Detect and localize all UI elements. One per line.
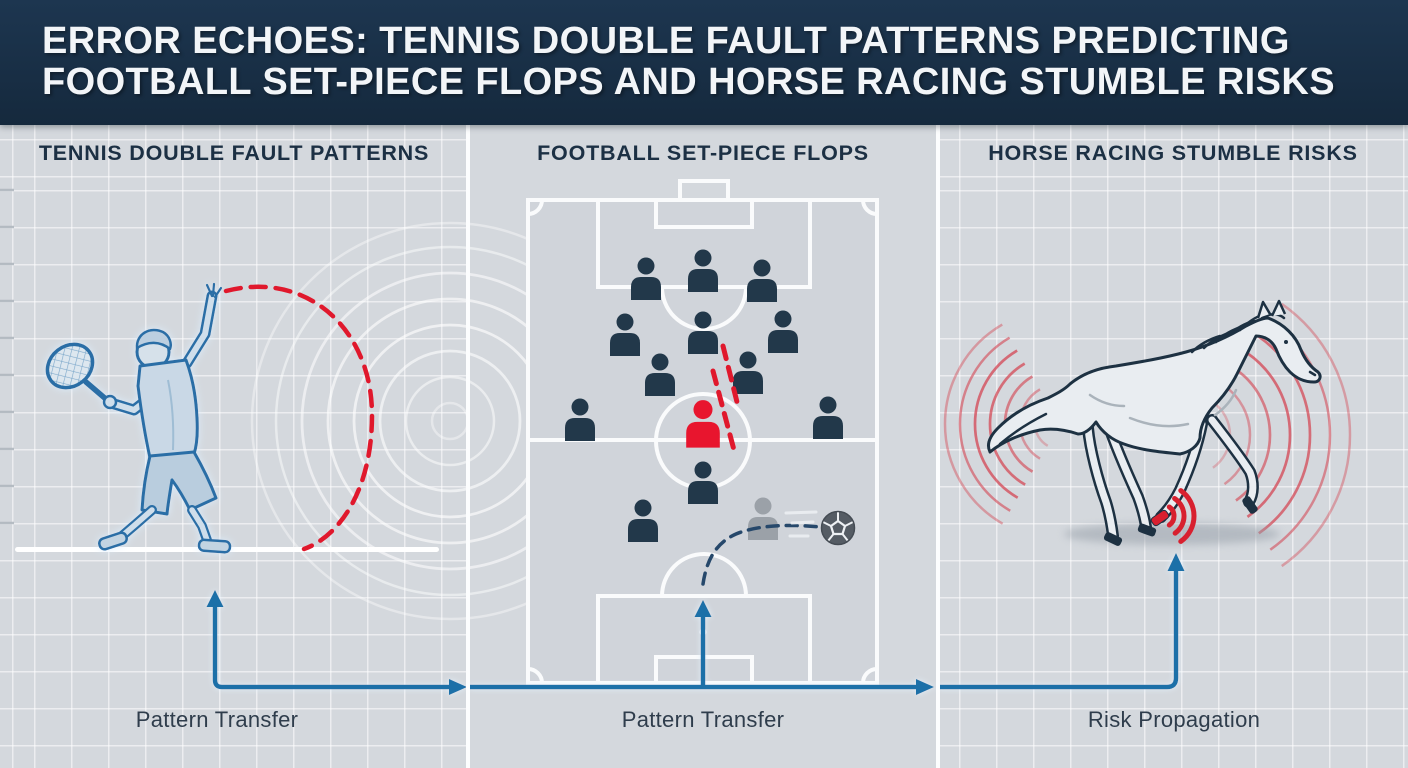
tennis-up-arrow-shaft (212, 601, 449, 690)
main-title-line2: FOOTBALL SET-PIECE FLOPS AND HORSE RACIN… (42, 61, 1335, 103)
header-band: ERROR ECHOES: TENNIS DOUBLE FAULT PATTER… (0, 0, 1408, 125)
error-slash-marks-icon (710, 343, 740, 453)
tennis-player-icon (45, 282, 232, 554)
ball-trajectory-icon (701, 523, 822, 586)
double-fault-arc-icon (223, 284, 375, 552)
horse-riser-shaft (938, 570, 1179, 690)
panel-title-tennis: TENNIS DOUBLE FAULT PATTERNS (38, 141, 430, 165)
panel-title-horse: HORSE RACING STUMBLE RISKS (988, 141, 1358, 165)
caption-pattern-transfer-2: Pattern Transfer (621, 707, 785, 732)
up-arrowhead-tennis (206, 590, 224, 607)
up-arrowhead-football (694, 600, 712, 617)
right-arrowhead-football (916, 679, 934, 695)
caption-risk-propagation: Risk Propagation (1087, 707, 1261, 732)
motion-streaks-icon (784, 510, 818, 538)
flow-arrows (206, 553, 1185, 695)
horse-shadow (1064, 523, 1280, 545)
panel-title-football: FOOTBALL SET-PIECE FLOPS (537, 141, 869, 165)
tennis-panel-grid (0, 125, 466, 768)
right-arrowhead-tennis (449, 679, 467, 695)
stumble-impact-arcs-icon (1129, 482, 1197, 550)
axis-ticks (0, 188, 14, 525)
panel-divider-2 (936, 125, 940, 768)
galloping-horse-icon (986, 299, 1322, 546)
main-title-line1: ERROR ECHOES: TENNIS DOUBLE FAULT PATTER… (42, 20, 1290, 62)
stumble-hoof-icon (1150, 509, 1170, 527)
football-icon (820, 510, 856, 546)
panel-divider-1 (466, 125, 470, 768)
caption-pattern-transfer-1: Pattern Transfer (135, 707, 299, 732)
up-arrowhead-horse (1167, 553, 1185, 571)
